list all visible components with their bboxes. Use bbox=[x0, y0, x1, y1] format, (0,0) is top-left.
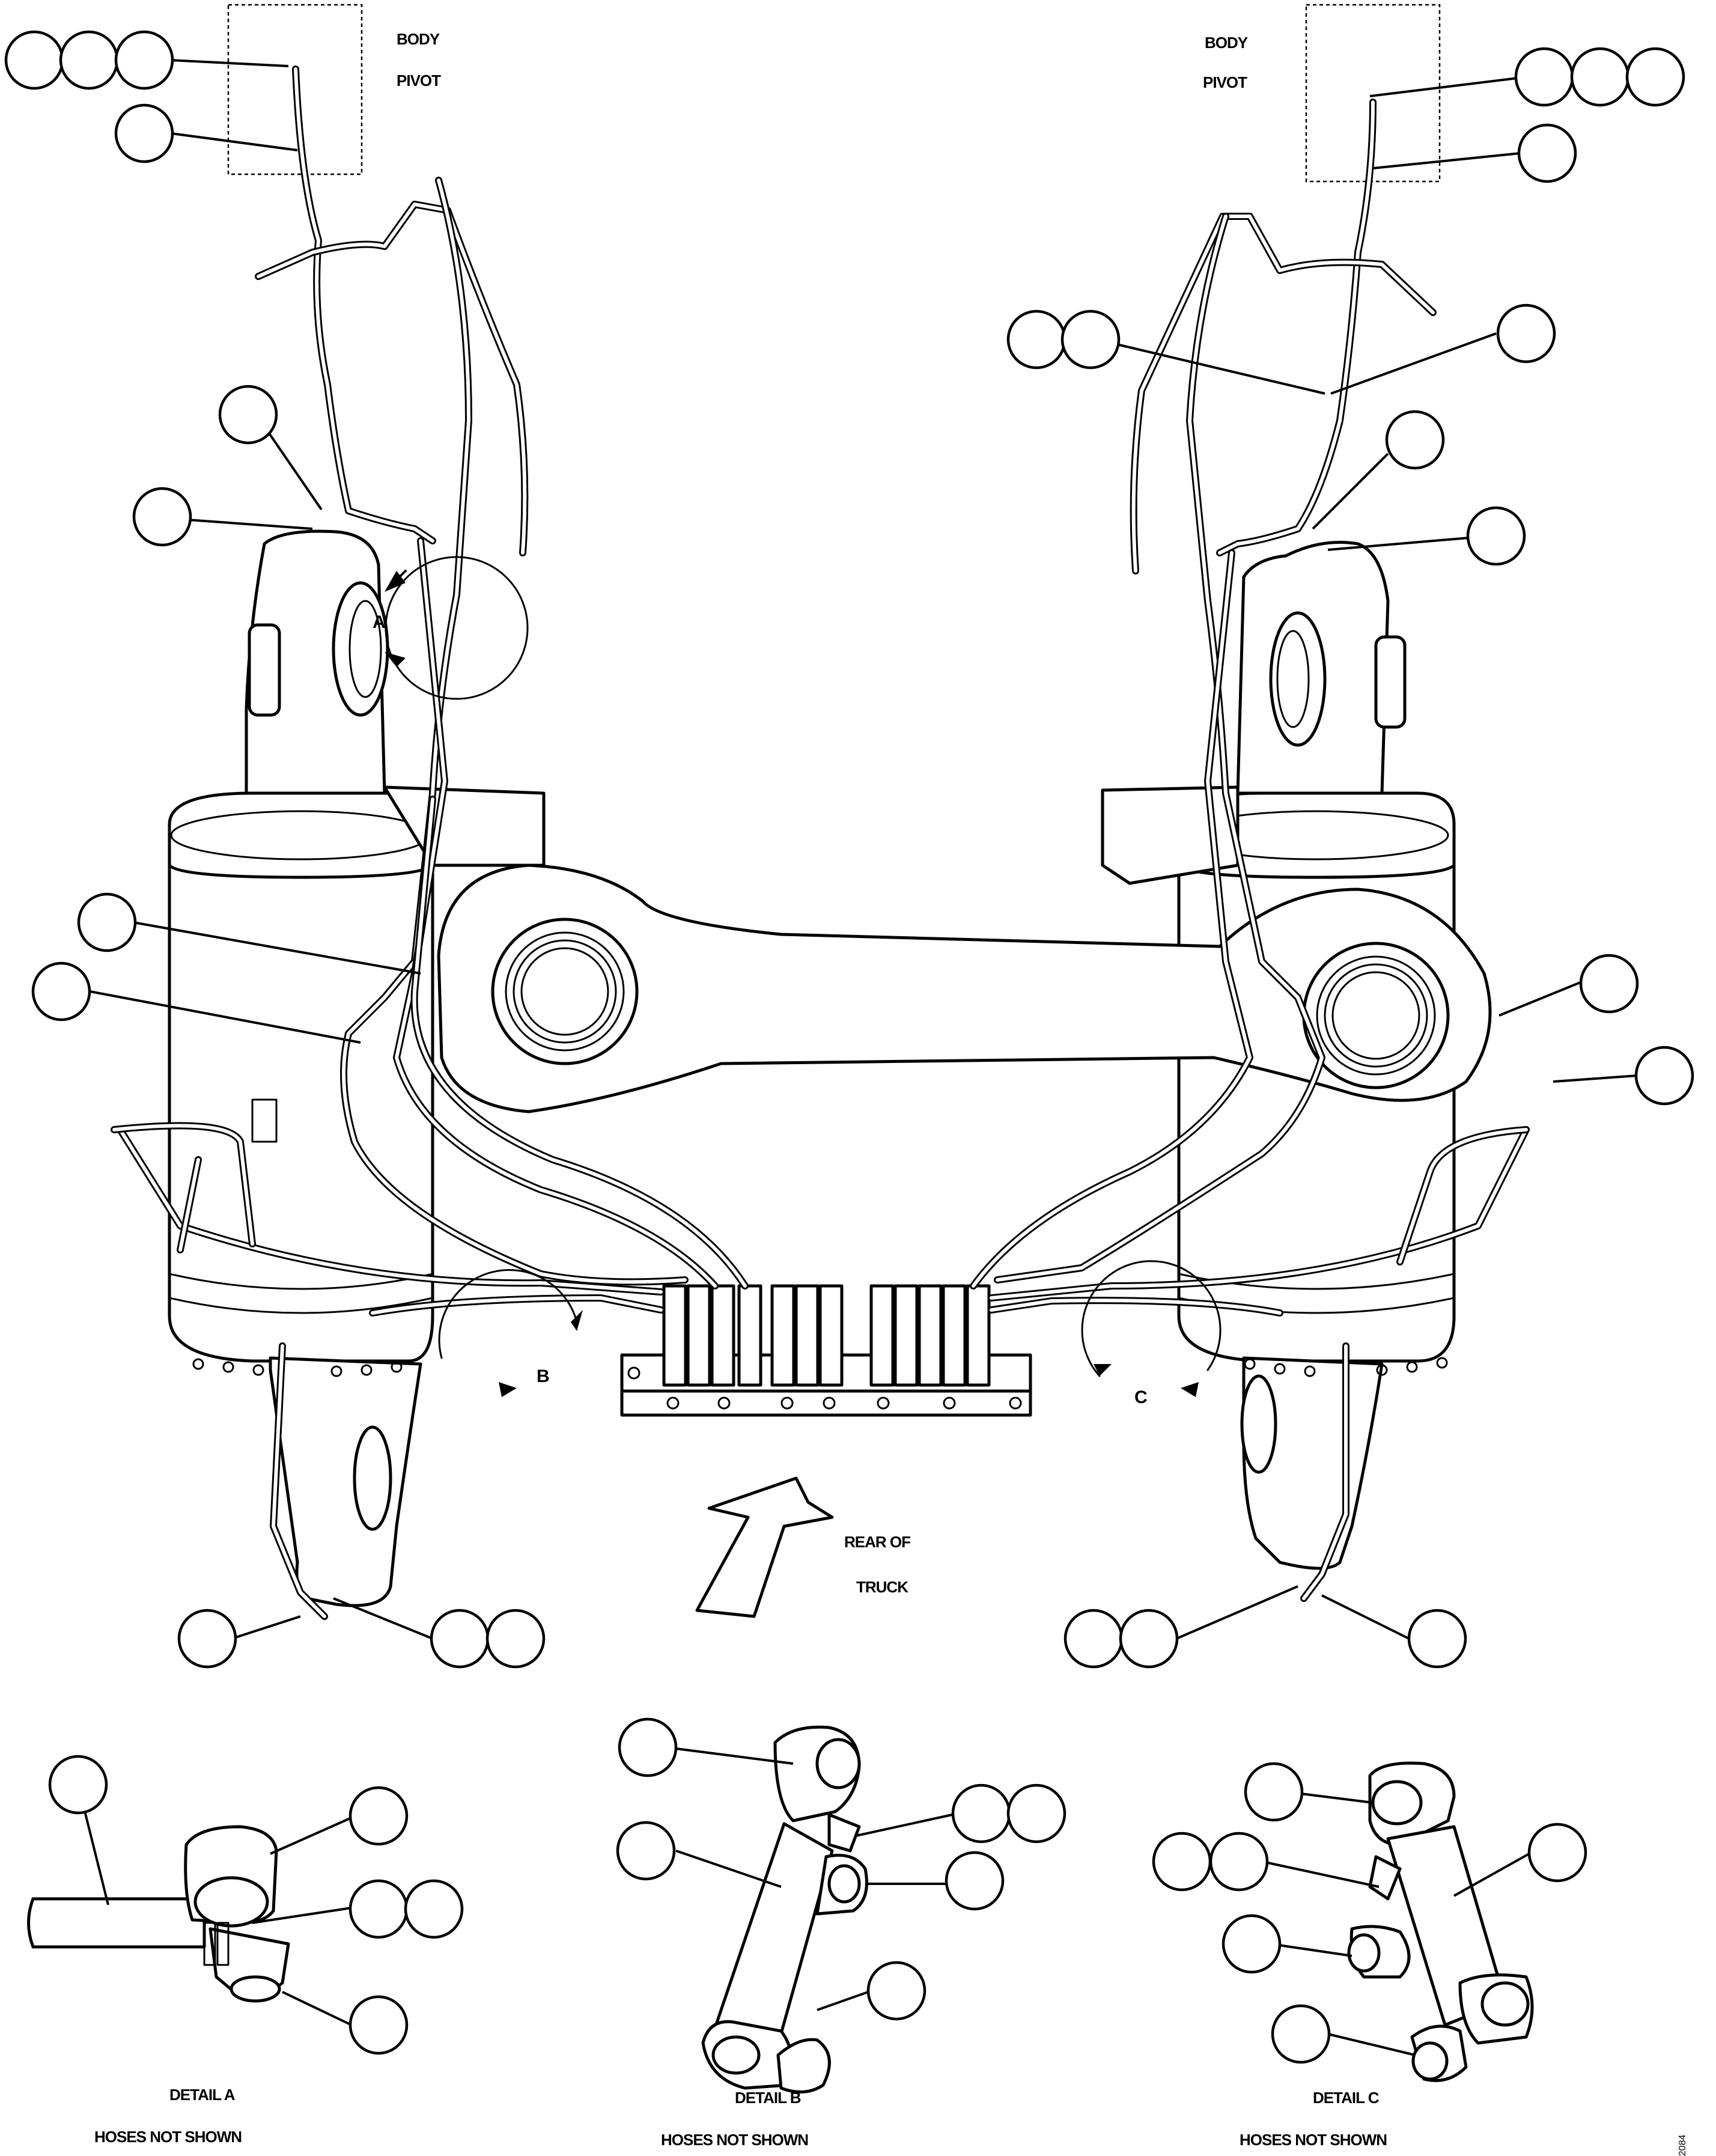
callout-bubble bbox=[1517, 123, 1577, 183]
callout-bubble bbox=[945, 1851, 1005, 1911]
callout-bubble bbox=[430, 1609, 490, 1669]
callout-bubble bbox=[1244, 1762, 1304, 1822]
callout-bubble bbox=[1006, 1783, 1066, 1844]
body-pivot-box-left: BODY PIVOT bbox=[227, 4, 442, 175]
callout-bubble bbox=[1209, 1832, 1269, 1892]
callouts-main bbox=[4, 30, 1694, 1669]
detail-b-subtitle: HOSES NOT SHOWN bbox=[661, 2131, 808, 2149]
callout-bubble bbox=[618, 1717, 678, 1777]
detail-c-title: DETAIL C bbox=[1313, 2089, 1380, 2107]
callout-bubble bbox=[1496, 303, 1556, 364]
detail-c-indicator: C bbox=[1081, 1260, 1222, 1407]
callout-bubble bbox=[1527, 1823, 1587, 1883]
view-b-label: B bbox=[537, 1366, 550, 1386]
callout-bubble bbox=[1271, 2004, 1331, 2064]
callout-bubble bbox=[1222, 1914, 1282, 1974]
callout-bubble bbox=[1006, 309, 1066, 370]
drawing-number: 42084 bbox=[1678, 2134, 1688, 2156]
callout-bubble bbox=[348, 1995, 409, 2055]
callout-bubble bbox=[59, 30, 119, 90]
callout-bubble bbox=[404, 1879, 464, 1939]
callout-bubble bbox=[114, 103, 174, 163]
callout-bubble bbox=[4, 30, 64, 90]
callout-bubble bbox=[1625, 47, 1685, 107]
callout-bubble bbox=[48, 1755, 108, 1815]
view-c-label: C bbox=[1134, 1387, 1148, 1407]
callout-bubble bbox=[616, 1821, 676, 1881]
left-strut-bolt-row bbox=[192, 1358, 403, 1377]
callout-bubble bbox=[951, 1783, 1011, 1844]
callout-bubble bbox=[132, 487, 192, 547]
callout-bubble bbox=[177, 1609, 237, 1669]
view-a-label: A bbox=[373, 612, 386, 632]
body-pivot-right-label-1: BODY bbox=[1205, 34, 1248, 52]
callout-bubble bbox=[77, 892, 137, 952]
right-strut-bolt-row bbox=[1244, 1357, 1448, 1377]
body-pivot-left-label-1: BODY bbox=[397, 30, 440, 48]
body-pivot-right-label-2: PIVOT bbox=[1203, 73, 1247, 91]
body-pivot-box-right: BODY PIVOT bbox=[1203, 4, 1441, 183]
rear-of-truck-arrow: REAR OF TRUCK bbox=[695, 1476, 911, 1618]
callout-bubble bbox=[1514, 47, 1574, 107]
detail-b-indicator: B bbox=[438, 1269, 583, 1397]
manifold-injectors bbox=[662, 1284, 991, 1387]
rear-of-truck-label-2: TRUCK bbox=[856, 1578, 908, 1596]
callout-bubble bbox=[348, 1786, 409, 1846]
callout-bubble bbox=[1570, 47, 1630, 107]
callout-bubble bbox=[1579, 954, 1639, 1014]
callout-bubble bbox=[1119, 1609, 1179, 1669]
callout-bubble bbox=[1466, 506, 1526, 566]
callout-bubble bbox=[1152, 1832, 1212, 1892]
callout-bubble bbox=[218, 385, 278, 445]
lube-distribution-manifold bbox=[620, 1284, 1032, 1417]
detail-a-title: DETAIL A bbox=[169, 2086, 236, 2104]
axle-housing bbox=[251, 1056, 1180, 1263]
detail-b: DETAIL B HOSES NOT SHOWN bbox=[616, 1717, 1066, 2149]
callout-bubble bbox=[1407, 1609, 1467, 1669]
detail-c: DETAIL C HOSES NOT SHOWN bbox=[1152, 1761, 1587, 2149]
detail-c-subtitle: HOSES NOT SHOWN bbox=[1240, 2131, 1387, 2149]
callout-bubble bbox=[348, 1879, 409, 1939]
callout-bubble bbox=[1060, 309, 1121, 370]
cross-link bbox=[437, 863, 1492, 1113]
manifold-fittings bbox=[627, 1366, 1022, 1410]
callout-bubble bbox=[1063, 1609, 1124, 1669]
detail-a: DETAIL A HOSES NOT SHOWN bbox=[27, 1755, 464, 2146]
body-pivot-left-label-2: PIVOT bbox=[397, 72, 441, 90]
right-hose-bundle bbox=[970, 99, 1530, 1602]
callout-bubble bbox=[1634, 1046, 1694, 1106]
detail-a-subtitle: HOSES NOT SHOWN bbox=[94, 2128, 242, 2146]
detail-b-title: DETAIL B bbox=[735, 2089, 801, 2107]
left-rear-strut bbox=[168, 529, 546, 1607]
callout-bubble bbox=[31, 961, 91, 1022]
rear-of-truck-label-1: REAR OF bbox=[844, 1533, 910, 1551]
callout-bubble bbox=[114, 30, 174, 90]
detail-a-indicator: A bbox=[373, 556, 529, 700]
left-hose-bundle bbox=[111, 65, 749, 1620]
callout-bubble bbox=[1385, 410, 1445, 470]
callout-bubble bbox=[485, 1609, 546, 1669]
callout-bubble bbox=[866, 1961, 926, 2021]
